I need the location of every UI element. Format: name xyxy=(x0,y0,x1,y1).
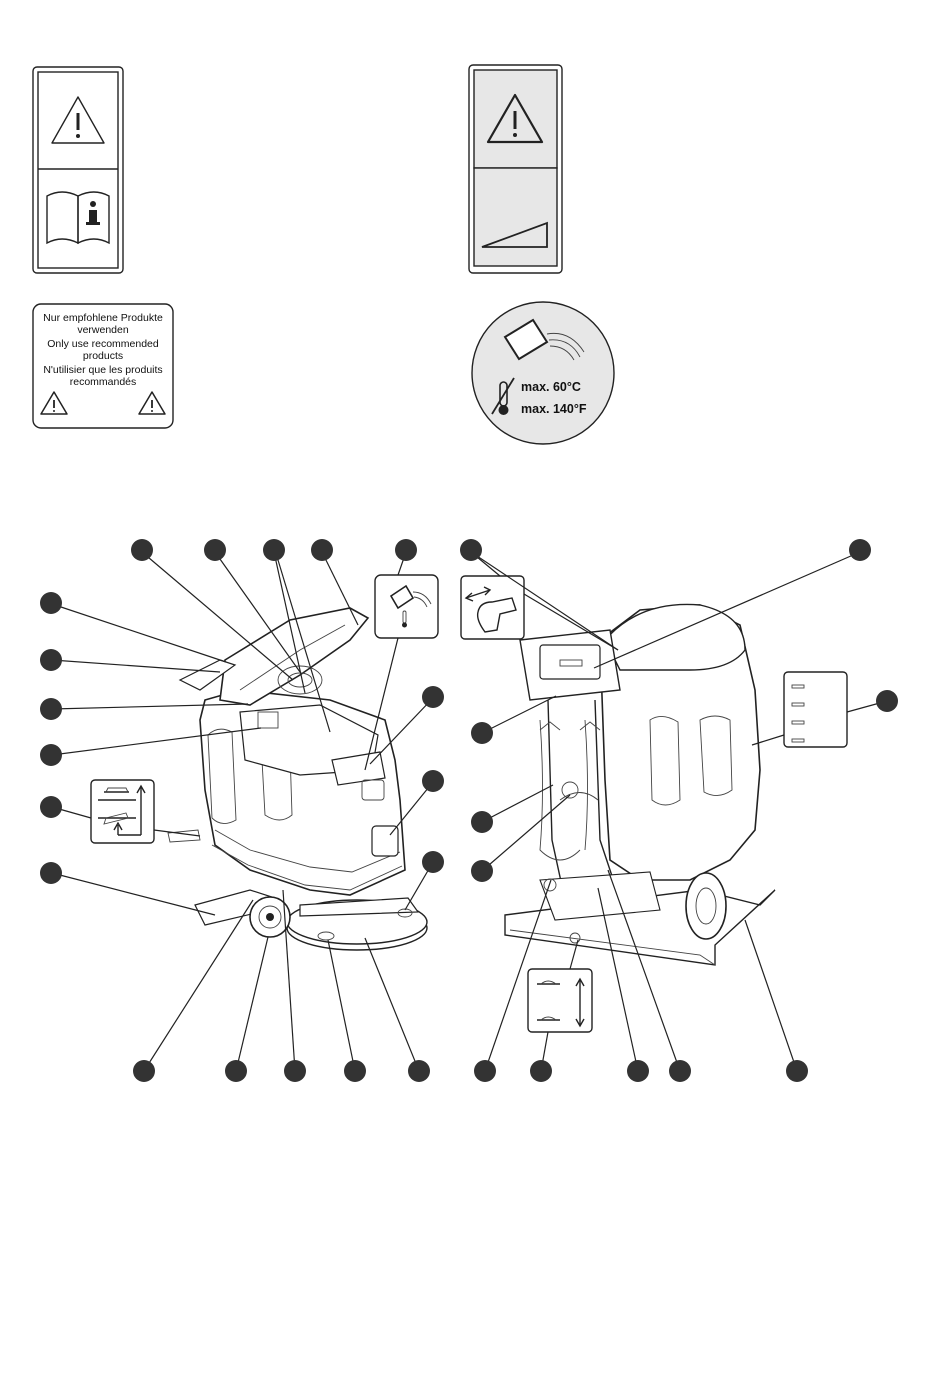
callout-marker xyxy=(786,1060,808,1082)
inset-pour-liquid xyxy=(375,575,438,638)
products-line-3: Only use recommended xyxy=(47,338,159,350)
callout-marker xyxy=(131,539,153,561)
inset-move-arrows xyxy=(461,576,524,639)
callout-marker xyxy=(408,1060,430,1082)
warning-slope-label xyxy=(469,65,562,273)
callout-marker xyxy=(876,690,898,712)
callout-marker xyxy=(344,1060,366,1082)
products-line-5: N'utilisier que les produits xyxy=(43,364,162,376)
callout-marker xyxy=(40,592,62,614)
callout-marker xyxy=(395,539,417,561)
inset-brush-lift xyxy=(91,780,154,843)
warning-manual-label xyxy=(33,67,123,273)
inset-squeegee-lift xyxy=(528,969,592,1032)
inset-level-indicator xyxy=(784,672,847,747)
callout-marker xyxy=(471,811,493,833)
callout-marker xyxy=(40,744,62,766)
machine-rear-view xyxy=(505,604,775,965)
products-line-4: products xyxy=(83,350,123,362)
products-line-2: verwenden xyxy=(77,324,129,336)
temp-max-celsius: max. 60°C xyxy=(521,380,581,394)
callout-marker xyxy=(40,649,62,671)
callout-marker xyxy=(422,851,444,873)
callout-marker xyxy=(40,698,62,720)
callout-marker xyxy=(474,1060,496,1082)
callout-marker xyxy=(40,796,62,818)
callout-marker xyxy=(422,770,444,792)
callout-marker xyxy=(471,860,493,882)
temperature-label: max. 60°C max. 140°F xyxy=(472,302,614,444)
recommended-products-label: Nur empfohlene Produkte verwenden Only u… xyxy=(33,304,173,428)
callout-marker xyxy=(471,722,493,744)
products-line-1: Nur empfohlene Produkte xyxy=(43,312,163,324)
callout-marker xyxy=(40,862,62,884)
callout-marker xyxy=(627,1060,649,1082)
temp-max-fahrenheit: max. 140°F xyxy=(521,402,587,416)
callout-marker xyxy=(530,1060,552,1082)
callout-marker xyxy=(460,539,482,561)
callout-marker xyxy=(225,1060,247,1082)
callout-marker xyxy=(422,686,444,708)
products-line-6: recommandés xyxy=(70,376,137,388)
callout-marker xyxy=(284,1060,306,1082)
callout-marker xyxy=(849,539,871,561)
callout-marker xyxy=(311,539,333,561)
callout-marker xyxy=(669,1060,691,1082)
callout-marker xyxy=(133,1060,155,1082)
callout-marker xyxy=(204,539,226,561)
callout-marker xyxy=(263,539,285,561)
